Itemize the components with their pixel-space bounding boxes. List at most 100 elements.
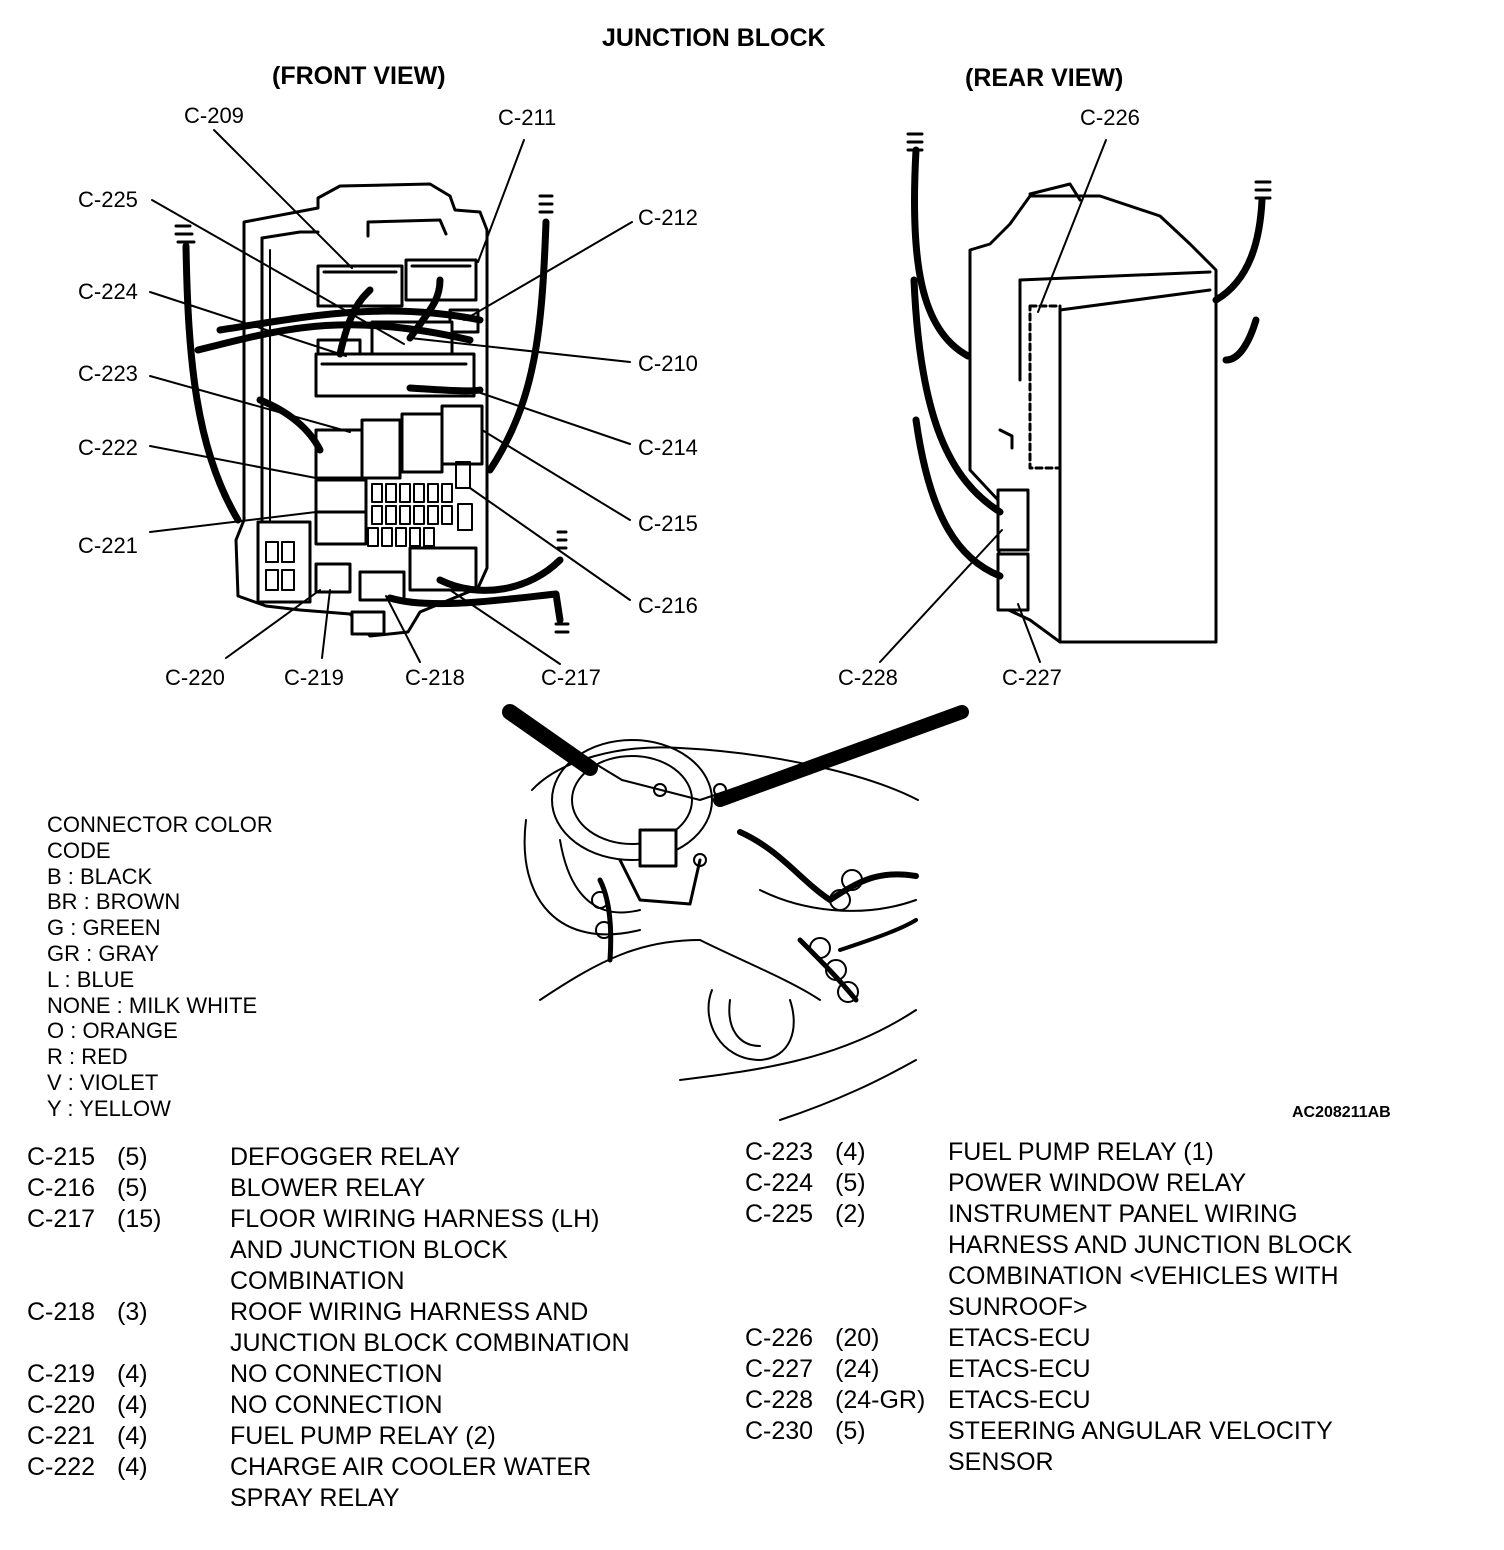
callout-c211: C-211 xyxy=(498,105,557,130)
connector-pins: (4) xyxy=(117,1422,148,1450)
color-code-entry: V : VIOLET xyxy=(47,1069,159,1095)
callout-c217: C-217 xyxy=(541,665,601,690)
connector-code: C-219 xyxy=(27,1360,96,1388)
connector-pins: (3) xyxy=(117,1298,148,1326)
callout-c222: C-222 xyxy=(78,435,138,460)
connector-code: C-225 xyxy=(745,1200,814,1228)
rear-view-leaders xyxy=(879,139,1107,663)
rear-view-drawing xyxy=(968,182,1218,644)
callout-c218: C-218 xyxy=(405,665,465,690)
connector-code: C-218 xyxy=(27,1298,96,1326)
connector-pins: (24-GR) xyxy=(835,1386,926,1414)
table-row: C-219 (4) NO CONNECTION xyxy=(27,1359,727,1390)
color-code-entry: B : BLACK xyxy=(47,863,153,889)
connector-code: C-224 xyxy=(745,1169,814,1197)
connector-code: C-228 xyxy=(745,1386,814,1414)
connector-desc: NO CONNECTION xyxy=(230,1391,443,1419)
color-code-heading-2: CODE xyxy=(47,837,111,863)
connector-desc: ETACS-ECU xyxy=(948,1386,1091,1414)
front-view-heading: (FRONT VIEW) xyxy=(272,62,446,90)
vehicle-location-drawing xyxy=(502,704,969,1121)
callout-c209: C-209 xyxy=(184,103,244,128)
color-code-legend: CONNECTOR COLOR CODE B : BLACK BR : BROW… xyxy=(47,812,273,1122)
table-row: C-225 (2) INSTRUMENT PANEL WIRING HARNES… xyxy=(745,1199,1485,1323)
connector-desc: CHARGE AIR COOLER WATER SPRAY RELAY xyxy=(230,1453,592,1512)
connector-pins: (4) xyxy=(117,1391,148,1419)
connector-pins: (20) xyxy=(835,1324,880,1352)
table-row: C-218 (3) ROOF WIRING HARNESS AND JUNCTI… xyxy=(27,1297,727,1359)
connector-pins: (24) xyxy=(835,1355,880,1383)
table-row: C-226 (20) ETACS-ECU xyxy=(745,1323,1485,1354)
connector-desc: POWER WINDOW RELAY xyxy=(948,1169,1247,1197)
callout-c210: C-210 xyxy=(638,351,698,376)
table-row: C-216 (5) BLOWER RELAY xyxy=(27,1173,727,1204)
callout-c227: C-227 xyxy=(1002,665,1062,690)
connector-table-left: C-215 (5) DEFOGGER RELAY C-216 (5) BLOWE… xyxy=(27,1142,727,1514)
connector-desc: FLOOR WIRING HARNESS (LH) AND JUNCTION B… xyxy=(230,1205,600,1295)
color-code-entry: R : RED xyxy=(47,1044,128,1070)
callout-c216: C-216 xyxy=(638,593,698,618)
connector-desc: NO CONNECTION xyxy=(230,1360,443,1388)
connector-desc: ROOF WIRING HARNESS AND JUNCTION BLOCK C… xyxy=(230,1298,630,1357)
connector-desc: BLOWER RELAY xyxy=(230,1174,426,1202)
callout-c214: C-214 xyxy=(638,435,698,460)
connector-desc: ETACS-ECU xyxy=(948,1355,1091,1383)
callout-c225: C-225 xyxy=(78,187,138,212)
table-row: C-230 (5) STEERING ANGULAR VELOCITY SENS… xyxy=(745,1416,1485,1478)
table-row: C-223 (4) FUEL PUMP RELAY (1) xyxy=(745,1137,1485,1168)
front-view-wires xyxy=(182,218,564,624)
table-row: C-222 (4) CHARGE AIR COOLER WATER SPRAY … xyxy=(27,1452,727,1514)
callout-c228: C-228 xyxy=(838,665,898,690)
connector-desc: ETACS-ECU xyxy=(948,1324,1091,1352)
table-row: C-227 (24) ETACS-ECU xyxy=(745,1354,1485,1385)
callout-c219: C-219 xyxy=(284,665,344,690)
callout-c221: C-221 xyxy=(78,533,138,558)
rear-view-wires xyxy=(910,146,1266,580)
callout-c226: C-226 xyxy=(1080,105,1140,130)
connector-pins: (5) xyxy=(835,1169,866,1197)
table-row: C-217 (15) FLOOR WIRING HARNESS (LH) AND… xyxy=(27,1204,727,1297)
table-row: C-220 (4) NO CONNECTION xyxy=(27,1390,727,1421)
front-view-leaders xyxy=(149,129,633,665)
color-code-entry: NONE : MILK WHITE xyxy=(47,992,258,1018)
callout-c223: C-223 xyxy=(78,361,138,386)
connector-table-right: C-223 (4) FUEL PUMP RELAY (1) C-224 (5) … xyxy=(745,1137,1485,1478)
table-row: C-228 (24-GR) ETACS-ECU xyxy=(745,1385,1485,1416)
color-code-entry: Y : YELLOW xyxy=(47,1095,171,1121)
table-row: C-221 (4) FUEL PUMP RELAY (2) xyxy=(27,1421,727,1452)
connector-code: C-223 xyxy=(745,1138,814,1166)
connector-code: C-226 xyxy=(745,1324,814,1352)
connector-pins: (4) xyxy=(117,1453,148,1481)
connector-desc: FUEL PUMP RELAY (1) xyxy=(948,1138,1214,1166)
connector-code: C-220 xyxy=(27,1391,96,1419)
connector-desc: FUEL PUMP RELAY (2) xyxy=(230,1422,496,1450)
callout-c220: C-220 xyxy=(165,665,225,690)
callout-c224: C-224 xyxy=(78,279,138,304)
connector-pins: (2) xyxy=(835,1200,866,1228)
connector-pins: (5) xyxy=(117,1174,148,1202)
connector-desc: DEFOGGER RELAY xyxy=(230,1143,461,1171)
callout-c212: C-212 xyxy=(638,205,698,230)
table-row: C-224 (5) POWER WINDOW RELAY xyxy=(745,1168,1485,1199)
connector-code: C-227 xyxy=(745,1355,814,1383)
color-code-entry: BR : BROWN xyxy=(47,889,181,915)
connector-desc: INSTRUMENT PANEL WIRING HARNESS AND JUNC… xyxy=(948,1200,1353,1321)
color-code-entry: G : GREEN xyxy=(47,915,161,941)
connector-pins: (4) xyxy=(117,1360,148,1388)
connector-code: C-215 xyxy=(27,1143,96,1171)
figure-id: AC208211AB xyxy=(1292,1104,1391,1121)
connector-code: C-221 xyxy=(27,1422,96,1450)
rear-view-heading: (REAR VIEW) xyxy=(965,64,1124,92)
color-code-entry: GR : GRAY xyxy=(47,940,160,966)
connector-code: C-222 xyxy=(27,1453,96,1481)
color-code-entry: L : BLUE xyxy=(47,966,135,992)
table-row: C-215 (5) DEFOGGER RELAY xyxy=(27,1142,727,1173)
callout-c215: C-215 xyxy=(638,511,698,536)
connector-pins: (5) xyxy=(835,1417,866,1445)
connector-pins: (5) xyxy=(117,1143,148,1171)
page-title: JUNCTION BLOCK xyxy=(602,24,826,52)
connector-pins: (4) xyxy=(835,1138,866,1166)
connector-code: C-217 xyxy=(27,1205,96,1233)
connector-code: C-216 xyxy=(27,1174,96,1202)
